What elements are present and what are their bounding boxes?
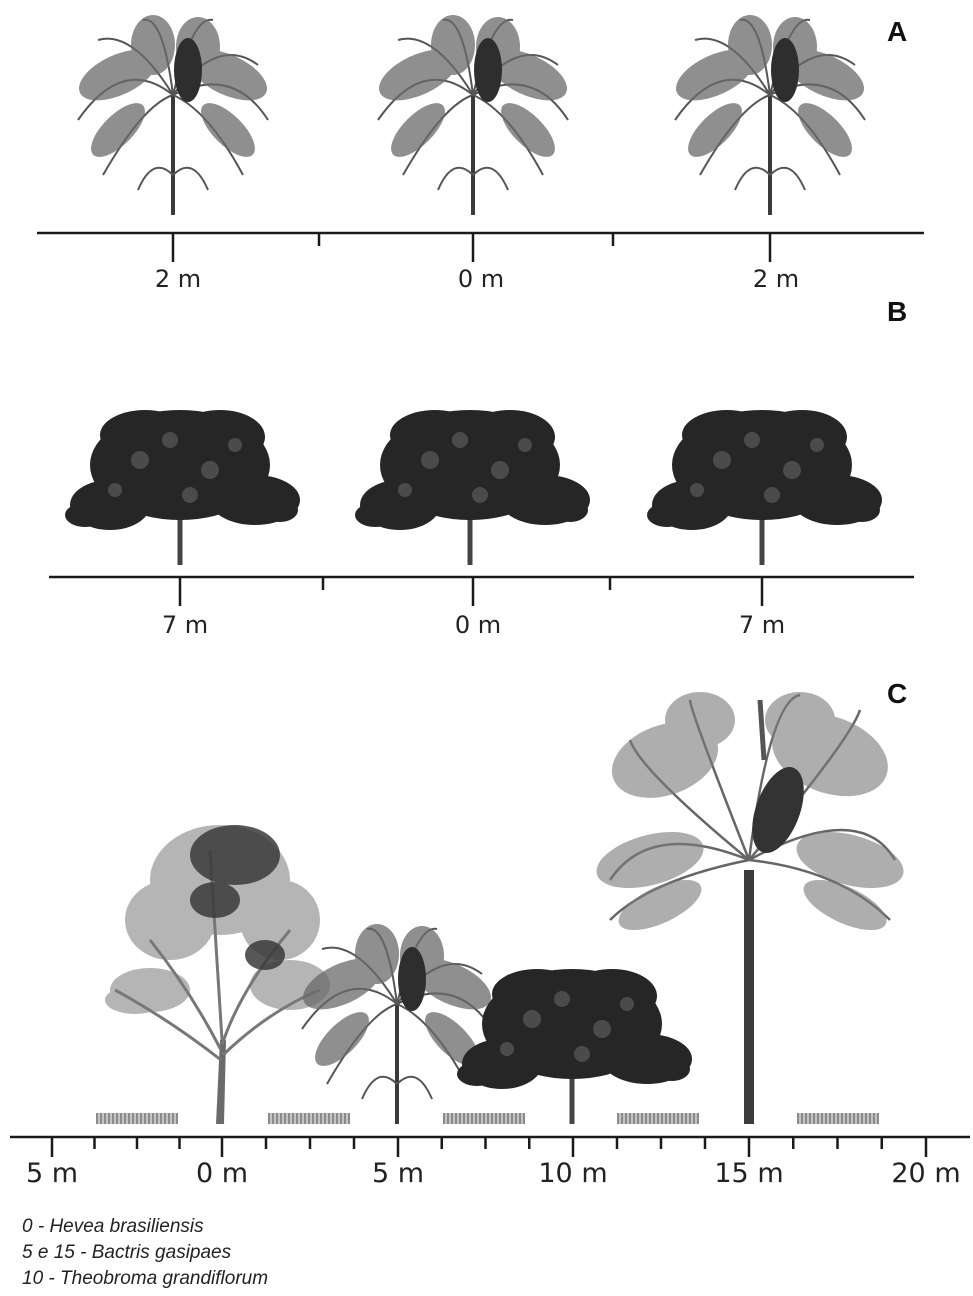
palm-tree-a-right <box>668 15 871 215</box>
planting-strips <box>96 1113 879 1124</box>
planting-strip <box>443 1113 525 1124</box>
axis-a-label: 0 m <box>458 265 504 293</box>
axis-c-label: 10 m <box>538 1158 607 1189</box>
legend-hevea: 0 - Hevea brasiliensis <box>22 1216 204 1238</box>
axis-c-label: 20 m <box>891 1158 960 1189</box>
panel-letter-c: C <box>887 678 907 710</box>
rubber-tree-c <box>105 825 330 1124</box>
panel-b <box>49 410 914 606</box>
planting-strip <box>797 1113 879 1124</box>
palm-tree-a-left <box>71 15 274 215</box>
cacao-tree-b-left <box>65 410 300 565</box>
panel-letter-a: A <box>887 16 907 48</box>
panel-letter-b: B <box>887 296 907 328</box>
palm-tree-c-small <box>295 924 498 1124</box>
cacao-tree-b-center <box>355 410 590 565</box>
planting-strip <box>617 1113 699 1124</box>
axis-b-label: 7 m <box>162 611 208 639</box>
axis-a-label: 2 m <box>155 265 201 293</box>
cacao-tree-b-right <box>647 410 882 565</box>
panel-a <box>37 15 924 262</box>
axis-c-label: 15 m <box>714 1158 783 1189</box>
planting-strip <box>96 1113 178 1124</box>
cacao-tree-c <box>457 969 692 1124</box>
legend-theobroma: 10 - Theobroma grandiflorum <box>22 1268 268 1290</box>
palm-tree-a-center <box>371 15 574 215</box>
axis-a-label: 2 m <box>753 265 799 293</box>
axis-c-label: 0 m <box>196 1158 248 1189</box>
panel-c <box>10 692 970 1157</box>
axis-b-label: 0 m <box>455 611 501 639</box>
legend-bactris: 5 e 15 - Bactris gasipaes <box>22 1242 231 1264</box>
planting-strip <box>268 1113 350 1124</box>
axis-c-label: 5 m <box>372 1158 424 1189</box>
axis-b-label: 7 m <box>739 611 785 639</box>
axis-c-label: 5 m <box>26 1158 78 1189</box>
